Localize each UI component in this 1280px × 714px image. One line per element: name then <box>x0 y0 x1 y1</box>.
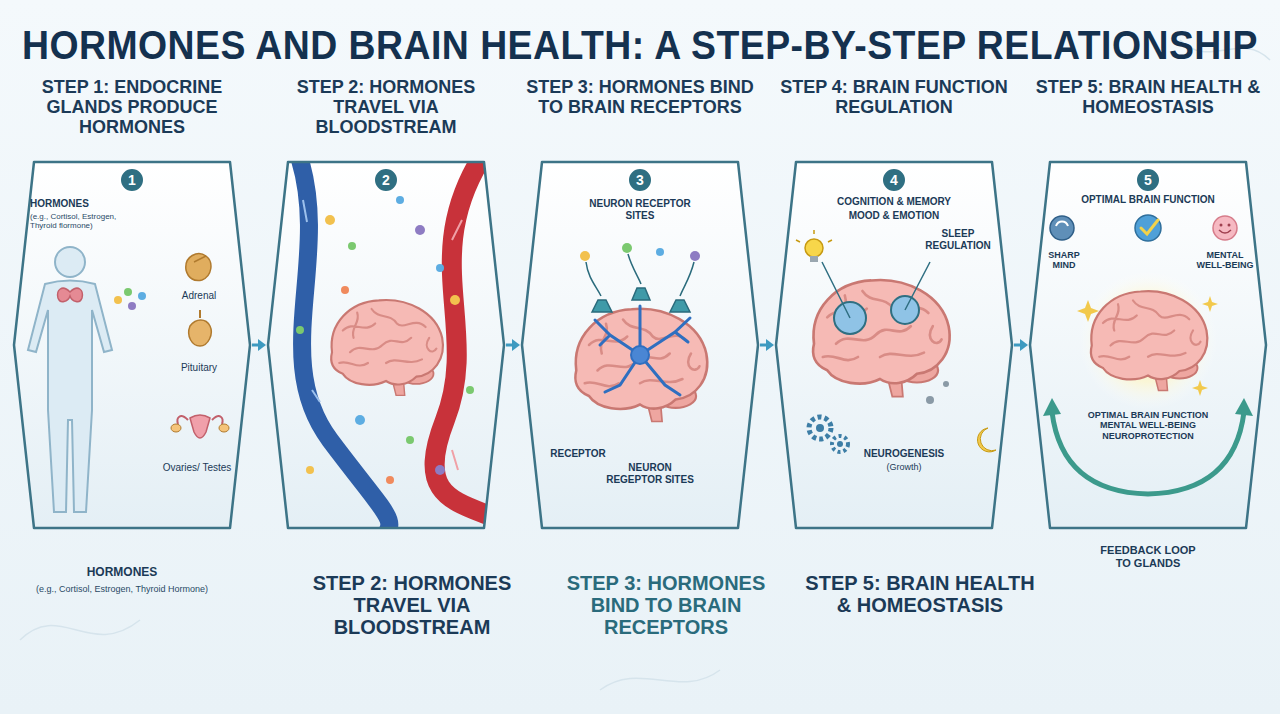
receptor-label: RECEPTOR <box>542 448 614 460</box>
hormone-examples: (e.g., Cortisol, Estrogen, Thyroid florm… <box>30 212 142 230</box>
gland-label: Pituitary <box>160 362 238 374</box>
outcome-label: SHARP MIND <box>1036 250 1092 271</box>
footer-note: (e.g., Cortisol, Estrogen, Thyroid Hormo… <box>22 584 222 594</box>
function-label: SLEEP REGULATION <box>920 228 996 251</box>
step-number-badge: 1 <box>119 167 145 193</box>
step-panel: STEP 4: BRAIN FUNCTION REGULATION COGNITI… <box>774 78 1014 530</box>
footer-step: STEP 5: BRAIN HEALTH & HOMEOSTASIS <box>800 572 1040 616</box>
step-number: 2 <box>373 167 399 193</box>
receptor-label: NEURON RECEPTOR SITES <box>580 198 700 221</box>
gland-label: Ovaries/ Testes <box>162 462 232 474</box>
step-heading: STEP 2: HORMONES TRAVEL VIA BLOODSTREAM <box>266 78 506 137</box>
step-number-badge: 4 <box>881 167 907 193</box>
outcome-label: OPTIMAL BRAIN FUNCTION MENTAL WELL-BEING… <box>1073 410 1223 441</box>
function-label: NEUROGENESIS <box>854 448 954 460</box>
step-number-badge: 2 <box>373 167 399 193</box>
step-heading: STEP 1: ENDOCRINE GLANDS PRODUCE HORMONE… <box>12 78 252 137</box>
outcome-label: MENTAL WELL-BEING <box>1192 250 1258 271</box>
step-number: 4 <box>881 167 907 193</box>
hexagon-outline <box>1028 160 1268 530</box>
step-number: 1 <box>119 167 145 193</box>
hormone-label: HORMONES <box>30 198 142 210</box>
hexagon-outline <box>266 160 506 530</box>
function-label: COGNITION & MEMORY <box>794 196 994 208</box>
function-label: MOOD & EMOTION <box>794 210 994 222</box>
step-heading: STEP 3: HORMONES BIND TO BRAIN RECEPTORS <box>520 78 760 118</box>
flow-arrow <box>252 339 266 351</box>
step-heading: STEP 4: BRAIN FUNCTION REGULATION <box>774 78 1014 118</box>
footer-step: STEP 2: HORMONES TRAVEL VIA BLOODSTREAM <box>292 572 532 638</box>
feedback-label: FEEDBACK LOOP TO GLANDS <box>1098 544 1198 569</box>
function-label: (Growth) <box>854 462 954 472</box>
step-number-badge: 5 <box>1135 167 1161 193</box>
step-heading: STEP 5: BRAIN HEALTH & HOMEOSTASIS <box>1028 78 1268 118</box>
step-panel: STEP 5: BRAIN HEALTH & HOMEOSTASIS OPTIMA… <box>1028 78 1268 530</box>
diagram-title: HORMONES AND BRAIN HEALTH: A STEP-BY-STE… <box>22 22 1258 68</box>
step-number: 3 <box>627 167 653 193</box>
outcome-label: OPTIMAL BRAIN FUNCTION <box>1048 194 1248 206</box>
flow-arrow <box>760 339 774 351</box>
step-number-badge: 3 <box>627 167 653 193</box>
step-panel: STEP 3: HORMONES BIND TO BRAIN RECEPTORS… <box>520 78 760 530</box>
receptor-label: NEURON REGEPTOR SITES <box>600 462 700 485</box>
flow-arrow <box>1014 339 1028 351</box>
flow-arrow <box>506 339 520 351</box>
footer-step: STEP 3: HORMONES BIND TO BRAIN RECEPTORS <box>546 572 786 638</box>
step-panel: STEP 1: ENDOCRINE GLANDS PRODUCE HORMONE… <box>12 78 252 530</box>
step-panel: STEP 2: HORMONES TRAVEL VIA BLOODSTREAM 2 <box>266 78 506 530</box>
gland-label: Adrenal <box>160 290 238 302</box>
footer-label: HORMONES <box>62 566 182 580</box>
step-number: 5 <box>1135 167 1161 193</box>
